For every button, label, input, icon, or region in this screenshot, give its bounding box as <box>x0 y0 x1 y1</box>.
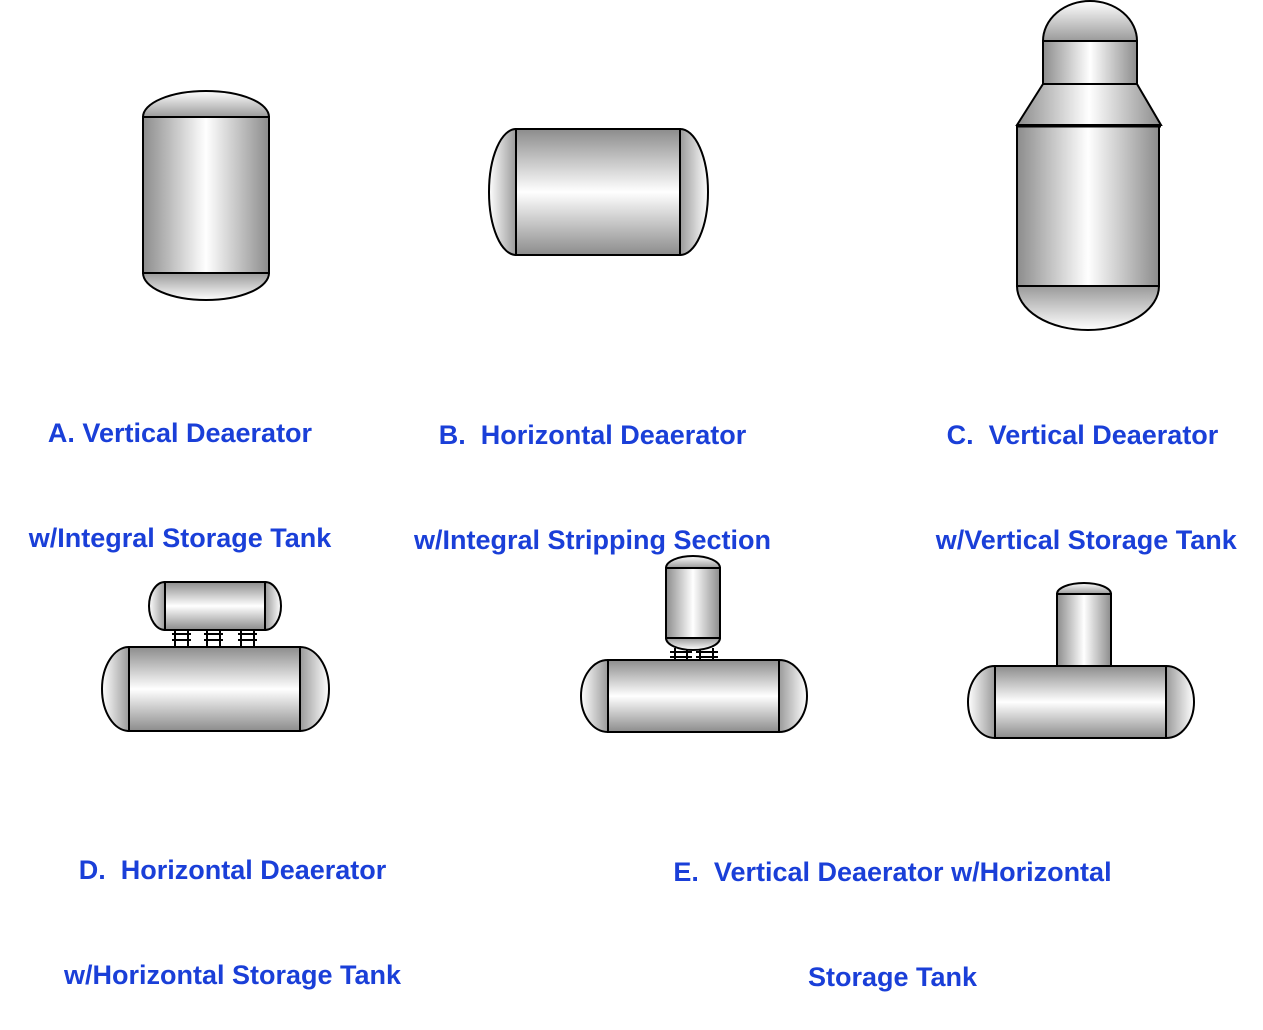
vessel-e-left <box>580 555 808 734</box>
caption-d-line2: w/Horizontal Storage Tank <box>63 960 402 990</box>
caption-a-line2: w/Integral Storage Tank <box>28 523 332 553</box>
vessel-c <box>1015 0 1163 331</box>
caption-b-line2: w/Integral Stripping Section <box>413 525 772 555</box>
vessel-d <box>101 580 330 733</box>
vessel-a <box>141 90 271 301</box>
caption-c-line2: w/Vertical Storage Tank <box>928 525 1237 555</box>
diagram-canvas <box>101 0 1195 740</box>
caption-c-line1: C. Vertical Deaerator <box>946 420 1219 450</box>
caption-a: A. Vertical Deaerator w/Integral Storage… <box>0 346 360 591</box>
caption-e: E. Vertical Deaerator w/Horizontal Stora… <box>630 785 1155 1030</box>
caption-b: B. Horizontal Deaerator w/Integral Strip… <box>380 348 805 593</box>
deaerator-diagram: A. Vertical Deaerator w/Integral Storage… <box>0 0 1260 992</box>
vessel-e-right <box>967 582 1195 740</box>
caption-d: D. Horizontal Deaerator w/Horizontal Sto… <box>30 783 435 1028</box>
caption-a-line1: A. Vertical Deaerator <box>47 418 313 448</box>
caption-e-line2: Storage Tank <box>807 962 978 992</box>
caption-d-line1: D. Horizontal Deaerator <box>78 855 387 885</box>
vessel-b <box>488 127 709 257</box>
caption-c: C. Vertical Deaerator w/Vertical Storage… <box>905 348 1260 593</box>
caption-b-line1: B. Horizontal Deaerator <box>438 420 747 450</box>
